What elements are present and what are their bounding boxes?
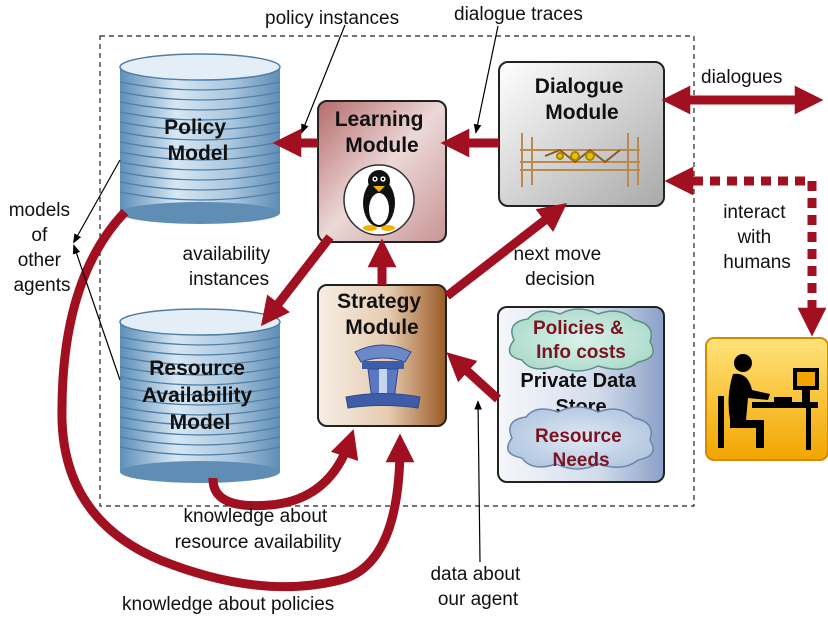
control-tower-icon (345, 344, 421, 409)
dialogues-label: dialogues (701, 67, 782, 88)
strategy-to-dialogue-arrow (444, 202, 568, 300)
models-of-other-agents-label: models of other agents (9, 200, 76, 296)
strategy-module: Strategy Module (317, 284, 447, 427)
interact-with-humans-arrow (664, 166, 827, 337)
dialogue-trace-icon (520, 133, 640, 187)
knowledge-resource-availability-label: knowledge about resource availability (175, 506, 342, 553)
next-move-decision-label: next move decision (514, 244, 607, 290)
resource-availability-model-label: Resource Availability Model (142, 357, 258, 434)
models-pointer-lower (72, 244, 121, 381)
strategy-module-label: Strategy Module (337, 290, 427, 339)
resource-needs-cloud: Resource Needs (507, 406, 654, 471)
human-at-computer-icon (705, 337, 828, 461)
policy-model-cylinder: Policy Model (119, 53, 281, 224)
learning-to-resource-arrow (260, 234, 334, 327)
learning-module-label: Learning Module (335, 108, 430, 157)
private-store-to-strategy-arrow (446, 352, 502, 403)
availability-instances-label: availability instances (183, 244, 276, 290)
learning-module: Learning Module (317, 100, 447, 243)
svg-text:Policies & Info costs: Policies & Info costs (533, 318, 629, 363)
policy-instances-label: policy instances (265, 8, 399, 29)
knowledge-policies-label: knowledge about policies (122, 594, 334, 615)
dialogue-traces-pointer (473, 25, 499, 134)
interact-with-humans-label: interact with humans (723, 202, 791, 273)
private-data-store: Policies & Info costs Private Data Store… (497, 306, 665, 483)
data-about-agent-pointer (474, 400, 482, 563)
dialogue-module-label: Dialogue Module (535, 75, 630, 124)
dialogue-module: Dialogue Module (498, 61, 665, 207)
dialogue-traces-label: dialogue traces (454, 4, 583, 25)
policy-instances-pointer (301, 24, 346, 134)
models-pointer-upper (73, 159, 121, 244)
knowledge-policies-arrow (57, 208, 415, 592)
svg-text:Resource Needs: Resource Needs (535, 426, 627, 471)
penguin-icon (343, 164, 415, 236)
resource-availability-model-cylinder: Resource Availability Model (119, 308, 281, 483)
policies-info-costs-cloud: Policies & Info costs (508, 308, 654, 372)
policy-model-label: Policy Model (164, 116, 232, 165)
knowledge-resource-availability-arrow (208, 429, 359, 511)
data-about-agent-label: data about our agent (430, 564, 525, 610)
